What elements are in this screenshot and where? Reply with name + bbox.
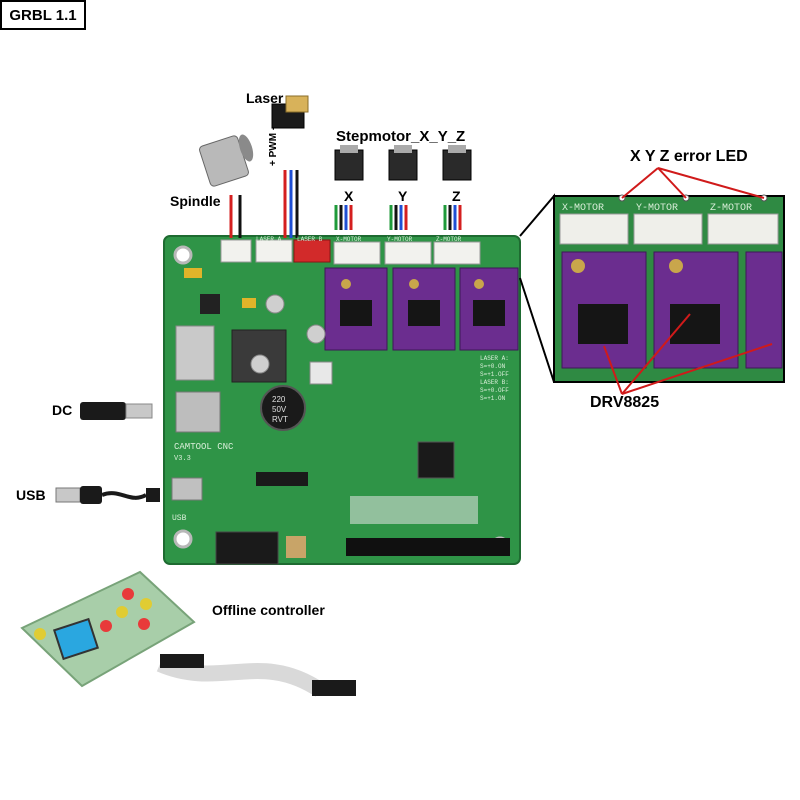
- dc-jack-icon: [80, 402, 153, 420]
- x-axis-label: X: [344, 188, 354, 204]
- laser-note-2: S=+0.ON: [480, 363, 506, 370]
- error-led-label: X Y Z error LED: [630, 148, 748, 165]
- usb-cable-icon: [55, 486, 160, 504]
- driver-modules: [324, 267, 519, 351]
- wires: [229, 170, 462, 238]
- laser-note-5: S=+0.OFF: [480, 387, 509, 394]
- pointer-lines: [603, 167, 773, 395]
- board-version: V3.3: [174, 455, 191, 463]
- pwm-label: + PWM -: [268, 126, 279, 166]
- offline-controller-label: Offline controller: [212, 602, 325, 618]
- laser-note-4: LASER B:: [480, 379, 509, 386]
- spindle-label: Spindle: [170, 193, 221, 209]
- connector-x-motor: X-MOTOR: [336, 236, 362, 243]
- usb-label: USB: [16, 487, 46, 503]
- z-axis-label: Z: [452, 188, 461, 204]
- cap-text-1: 220: [272, 395, 286, 404]
- power-components: [175, 268, 333, 433]
- cap-text-2: 50V: [272, 405, 287, 414]
- stepmotor-label: Stepmotor_X_Y_Z: [336, 128, 466, 145]
- inset-connector-z: Z-MOTOR: [710, 203, 752, 214]
- cap-text-3: RVT: [272, 415, 288, 424]
- connector-laser-b: LASER B: [297, 236, 323, 243]
- inset-connector-y: Y-MOTOR: [636, 203, 678, 214]
- board-connectors: [220, 239, 481, 265]
- board-usb-silk: USB: [172, 514, 187, 523]
- inset-zoom: [519, 193, 785, 383]
- connector-z-motor: Z-MOTOR: [436, 236, 462, 243]
- drv-label: DRV8825: [590, 394, 660, 411]
- laser-note-3: S=+1.OFF: [480, 371, 509, 378]
- laser-note-6: S=+1.ON: [480, 395, 506, 402]
- laser-label: Laser: [246, 90, 284, 106]
- mcu-and-headers: [171, 441, 510, 565]
- inset-connector-x: X-MOTOR: [562, 203, 604, 214]
- laser-module-icon: [271, 95, 309, 129]
- offline-controller-icon: [20, 570, 356, 697]
- dc-label: DC: [52, 402, 73, 418]
- grbl-version-box: GRBL 1.1: [0, 0, 86, 30]
- board-silk-name: CAMTOOL CNC: [174, 442, 234, 452]
- spindle-motor-icon: [199, 134, 254, 187]
- connector-laser-a: LASER A: [256, 236, 282, 243]
- stepper-motor-icons: [334, 145, 472, 181]
- laser-note-1: LASER A:: [480, 355, 509, 362]
- connector-y-motor: Y-MOTOR: [387, 236, 413, 243]
- y-axis-label: Y: [398, 188, 408, 204]
